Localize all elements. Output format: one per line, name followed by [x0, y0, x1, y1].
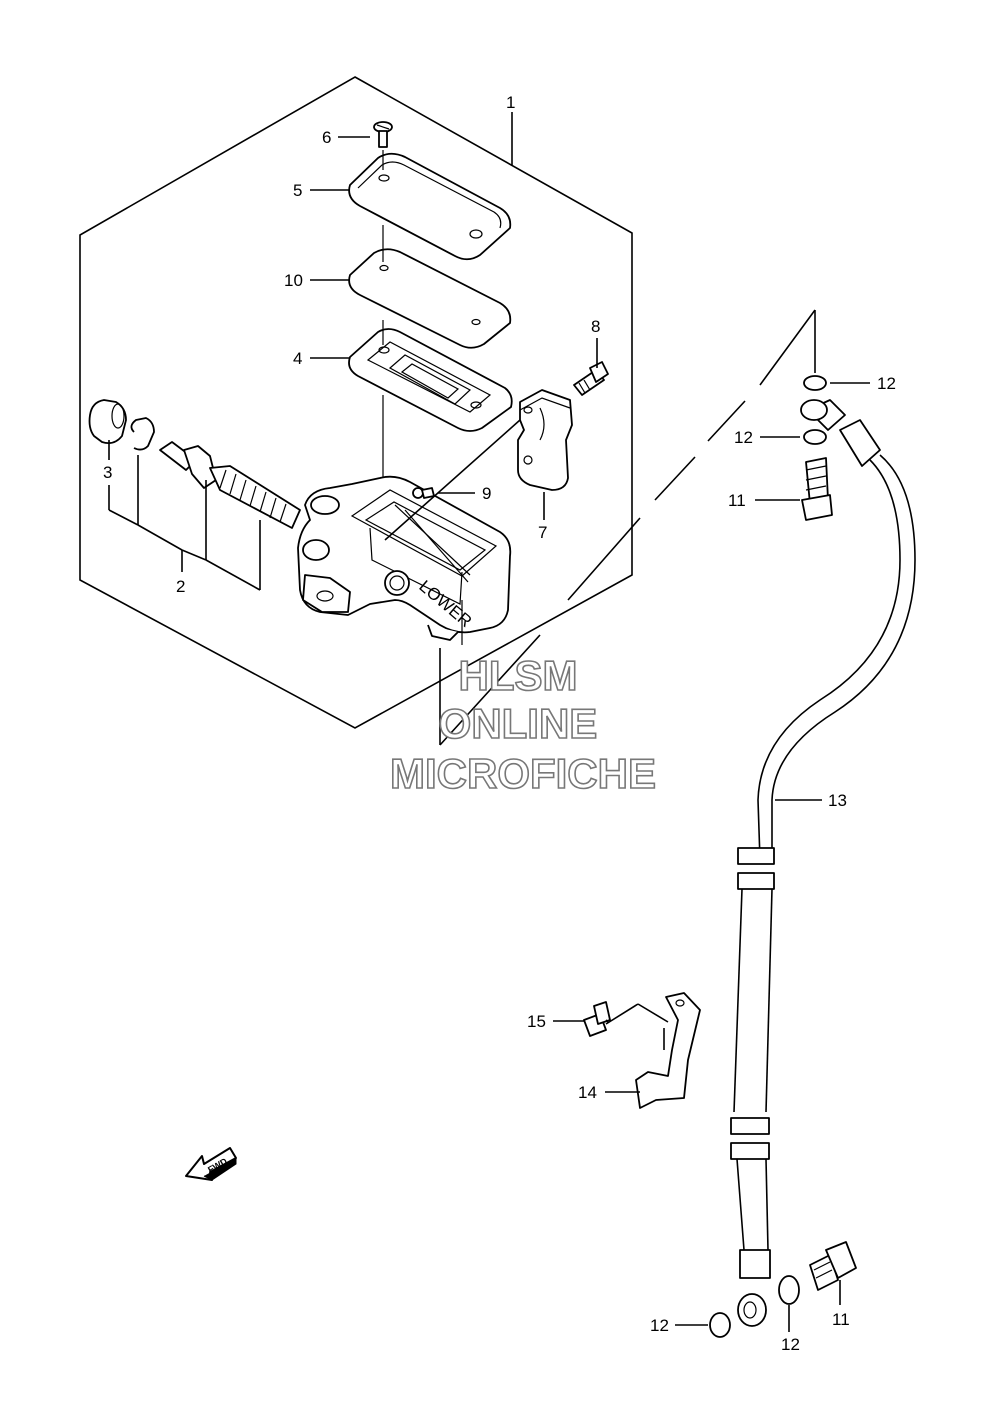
hose-bracket [635, 992, 701, 1109]
callout-12-top-2: 12 [734, 428, 753, 447]
callout-12-bottom-1: 12 [650, 1316, 669, 1335]
callout-7: 7 [538, 523, 547, 542]
banjo-bolt-top [801, 457, 833, 521]
callout-2: 2 [176, 577, 185, 596]
reservoir-cap [348, 152, 512, 261]
diaphragm [348, 328, 513, 432]
watermark-line-1: HLSM [459, 652, 578, 699]
cap-screw [373, 121, 393, 148]
bracket-bolt [583, 1001, 611, 1037]
callout-11-top: 11 [728, 491, 746, 510]
assembly-boundary [79, 76, 633, 729]
callout-12-bottom-2: 12 [781, 1335, 800, 1354]
watermark-line-3: MICROFICHE [390, 750, 656, 797]
callout-6: 6 [322, 128, 331, 147]
callout-13: 13 [828, 791, 847, 810]
callout-3: 3 [103, 463, 112, 482]
callout-4: 4 [293, 349, 302, 368]
handlebar-clamp [517, 389, 573, 491]
washer-bottom-2 [778, 1275, 800, 1305]
callout-5: 5 [293, 181, 302, 200]
callout-1: 1 [506, 93, 515, 112]
watermark: HLSM ONLINE MICROFICHE [389, 651, 657, 798]
piston-assembly [88, 399, 301, 529]
washer-top-2 [803, 429, 827, 445]
leader-lines [108, 112, 870, 1332]
callout-9: 9 [482, 484, 491, 503]
brake-hose [730, 399, 916, 1327]
reservoir-plate [348, 248, 512, 349]
callout-11-bottom: 11 [832, 1310, 850, 1329]
washer-bottom-1 [709, 1312, 731, 1338]
callout-15: 15 [527, 1012, 546, 1031]
callout-8: 8 [591, 317, 600, 336]
washer-top-1 [803, 375, 827, 391]
watermark-line-2: ONLINE [439, 700, 598, 747]
banjo-bolt-bottom [809, 1241, 857, 1291]
callout-14: 14 [578, 1083, 597, 1102]
master-cylinder-body: LOWER [297, 475, 512, 645]
clamp-bolt [573, 361, 609, 396]
switch-screw [412, 487, 435, 499]
callout-10: 10 [284, 271, 303, 290]
callout-12-top-1: 12 [877, 374, 896, 393]
forward-arrow-icon: FWD [185, 1147, 237, 1181]
